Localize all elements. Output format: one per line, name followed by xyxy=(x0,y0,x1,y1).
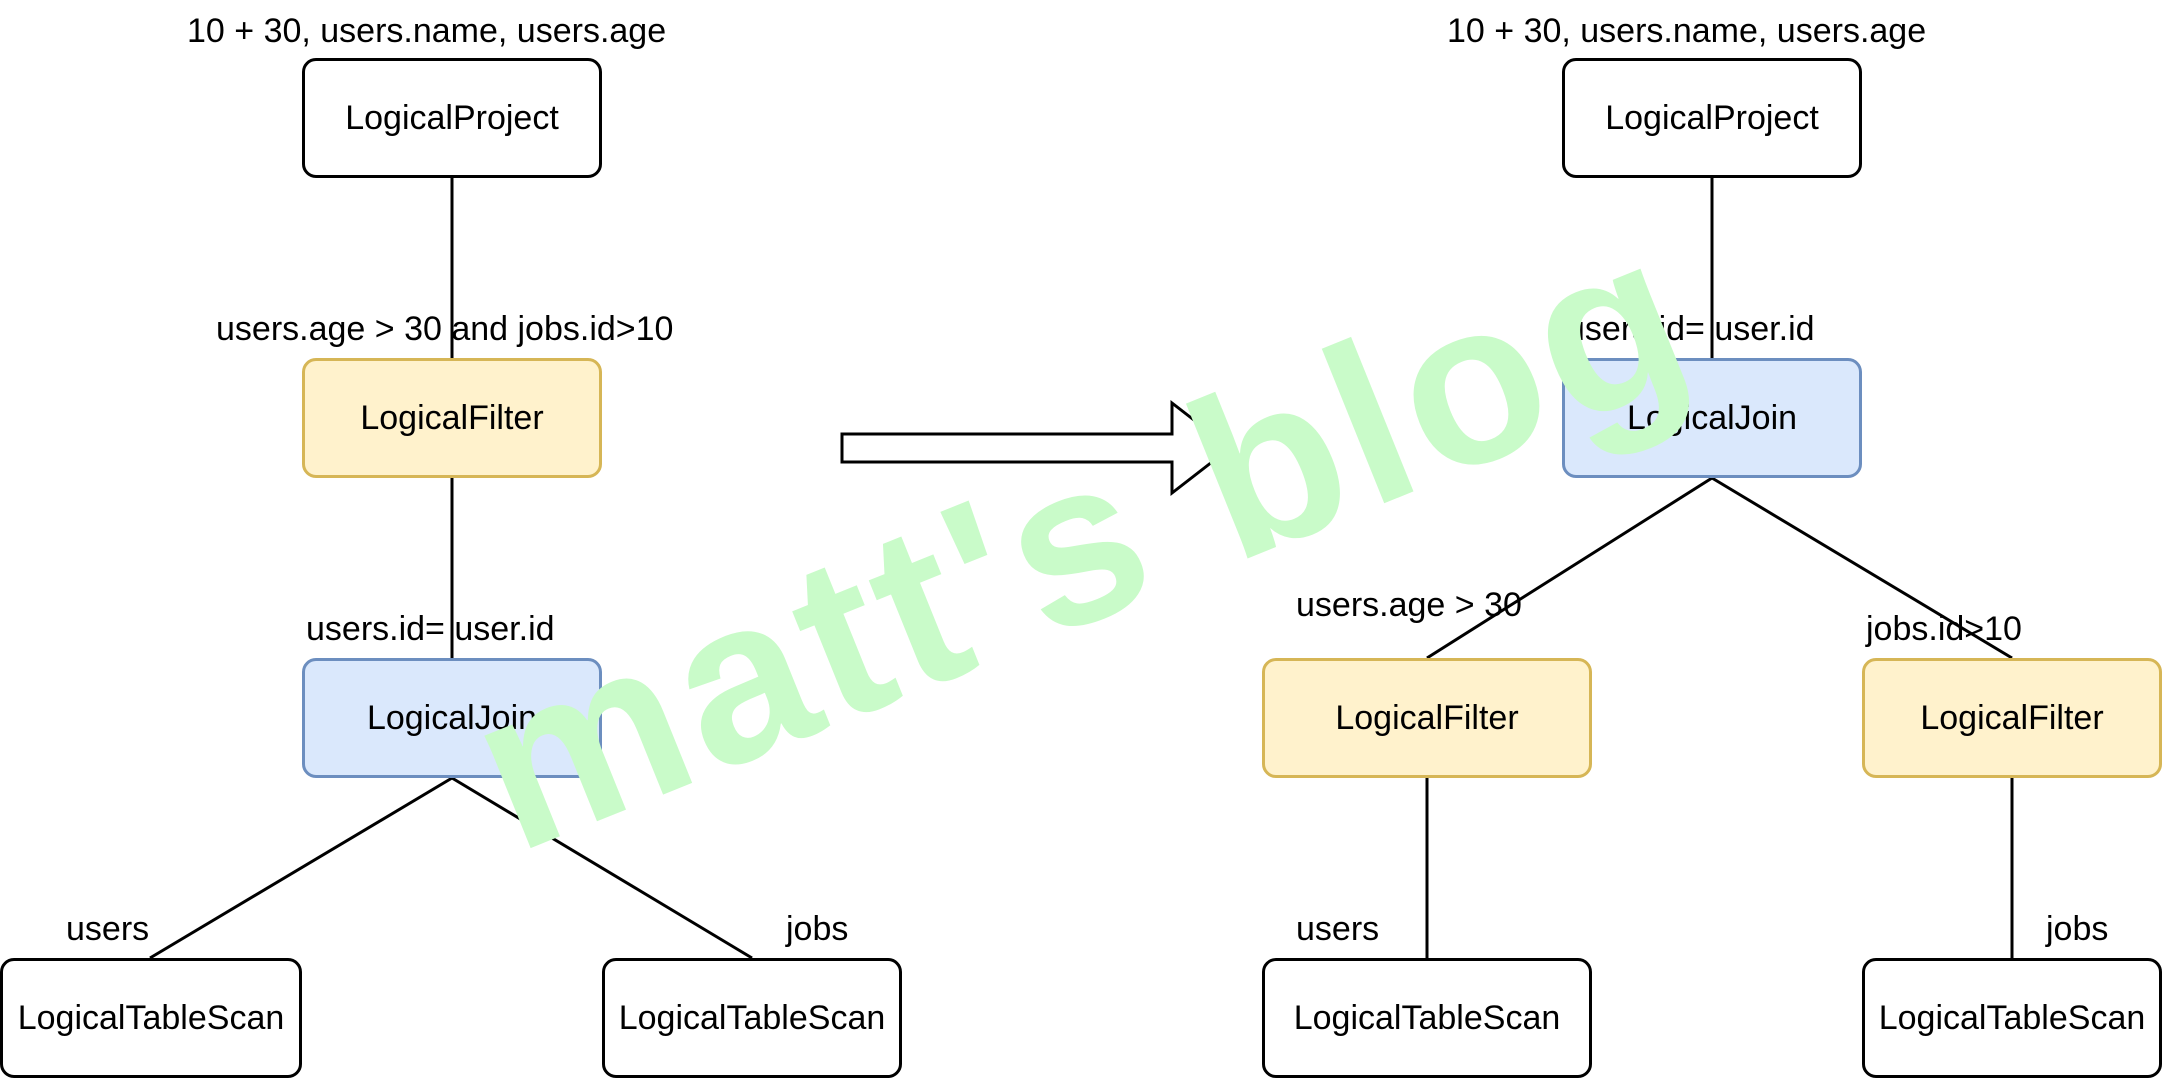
right-logical-tablescan-users-label: LogicalTableScan xyxy=(1293,998,1561,1037)
left-logical-tablescan-jobs-node: LogicalTableScan xyxy=(602,958,902,1078)
right-filter-right-annotation: jobs.id>10 xyxy=(1866,610,2022,648)
left-scan-users-annotation: users xyxy=(66,910,150,948)
right-logical-filter-jobs-node: LogicalFilter xyxy=(1862,658,2162,778)
left-logical-join-node: LogicalJoin xyxy=(302,658,602,778)
right-project-annotation: 10 + 30, users.name, users.age xyxy=(1447,12,1927,50)
left-join-annotation: users.id= user.id xyxy=(306,610,555,648)
left-logical-tablescan-users-label: LogicalTableScan xyxy=(17,998,285,1037)
left-logical-tablescan-jobs-label: LogicalTableScan xyxy=(618,998,886,1037)
right-logical-tablescan-users-node: LogicalTableScan xyxy=(1262,958,1592,1078)
right-logical-join-label: LogicalJoin xyxy=(1626,398,1798,437)
left-scan-jobs-annotation: jobs xyxy=(786,910,849,948)
edge-right-join-filter-right xyxy=(1711,476,2013,660)
transform-arrow xyxy=(840,399,1233,497)
left-filter-annotation: users.age > 30 and jobs.id>10 xyxy=(216,310,674,348)
left-logical-filter-label: LogicalFilter xyxy=(360,398,544,437)
right-scan-jobs-annotation: jobs xyxy=(2046,910,2109,948)
edge-right-join-filter-left xyxy=(1426,476,1713,660)
right-join-annotation: users.id= user.id xyxy=(1566,310,1815,348)
right-logical-filter-jobs-label: LogicalFilter xyxy=(1920,698,2104,737)
left-logical-join-label: LogicalJoin xyxy=(366,698,538,737)
right-logical-filter-users-node: LogicalFilter xyxy=(1262,658,1592,778)
left-logical-tablescan-users-node: LogicalTableScan xyxy=(0,958,302,1078)
right-logical-tablescan-jobs-node: LogicalTableScan xyxy=(1862,958,2162,1078)
right-filter-left-annotation: users.age > 30 xyxy=(1296,586,1522,624)
right-logical-join-node: LogicalJoin xyxy=(1562,358,1862,478)
edge-left-join-scan-users xyxy=(149,776,453,960)
right-scan-users-annotation: users xyxy=(1296,910,1380,948)
right-logical-filter-users-label: LogicalFilter xyxy=(1335,698,1519,737)
edge-left-join-scan-jobs xyxy=(451,776,753,960)
left-project-annotation: 10 + 30, users.name, users.age xyxy=(187,12,667,50)
left-logical-project-node: LogicalProject xyxy=(302,58,602,178)
right-logical-project-label: LogicalProject xyxy=(1605,98,1819,137)
right-logical-tablescan-jobs-label: LogicalTableScan xyxy=(1878,998,2146,1037)
right-logical-project-node: LogicalProject xyxy=(1562,58,1862,178)
left-logical-project-label: LogicalProject xyxy=(345,98,559,137)
left-logical-filter-node: LogicalFilter xyxy=(302,358,602,478)
